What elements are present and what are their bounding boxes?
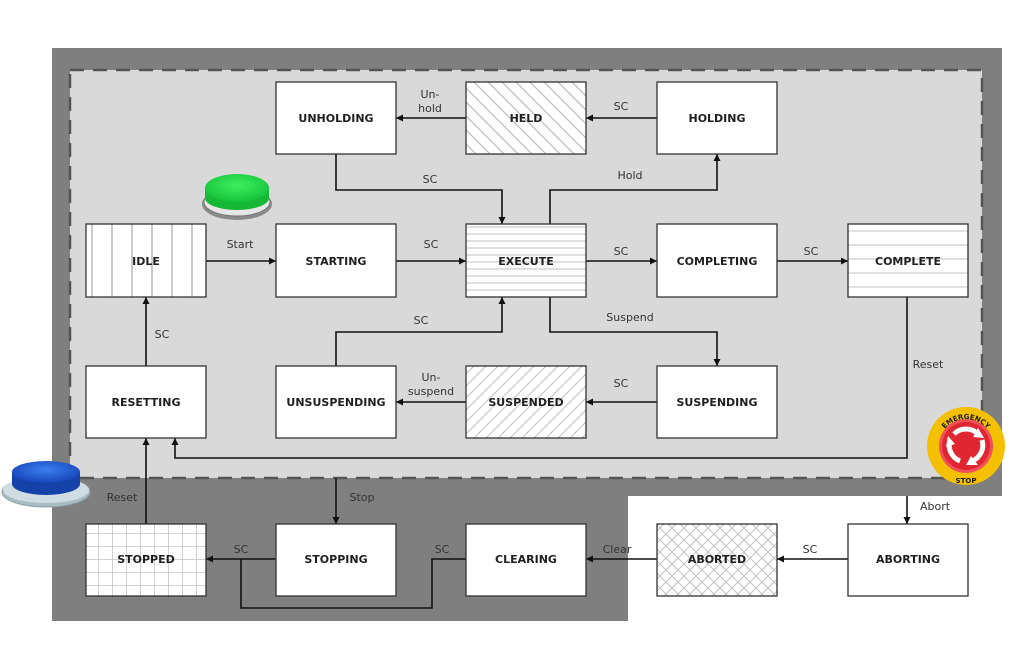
label-idle-starting: Start [227,238,255,251]
label-inner-stopping: Stop [349,491,374,504]
state-stopped-label: STOPPED [117,553,175,566]
label-unholding-execute: SC [423,173,438,186]
state-starting[interactable]: STARTING [275,223,397,298]
state-resetting-label: RESETTING [111,396,180,409]
state-suspending-label: SUSPENDING [676,396,757,409]
label-completing-complete: SC [804,245,819,258]
state-aborting[interactable]: ABORTING [847,523,969,597]
state-unholding-label: UNHOLDING [298,112,373,125]
state-idle-label: IDLE [132,255,160,268]
label-clearing-stopped: SC [435,543,450,556]
state-suspended[interactable]: SUSPENDED [465,365,587,439]
label-execute-suspending: Suspend [606,311,653,324]
state-stopped[interactable]: STOPPED [85,523,207,597]
edge-unsuspending-execute [335,297,506,366]
label-suspended-unsuspending-1: Un- [422,371,441,384]
emergency-stop-bottom-text: STOP [956,477,977,485]
state-suspending[interactable]: SUSPENDING [656,365,778,439]
state-holding-label: HOLDING [688,112,745,125]
state-unsuspending[interactable]: UNSUSPENDING [275,365,397,439]
state-complete[interactable]: COMPLETE [847,223,969,298]
state-suspended-label: SUSPENDED [488,396,563,409]
label-stopped-resetting: Reset [107,491,138,504]
reset-button-icon[interactable] [1,461,91,508]
state-aborted[interactable]: ABORTED [656,523,778,597]
start-button-icon[interactable] [202,174,272,220]
state-clearing-label: CLEARING [495,553,557,566]
state-stopping[interactable]: STOPPING [275,523,397,597]
state-aborted-label: ABORTED [688,553,746,566]
label-aborted-clearing: Clear [603,543,632,556]
state-starting-label: STARTING [306,255,367,268]
edge-complete-resetting [171,297,908,459]
state-unholding[interactable]: UNHOLDING [275,81,397,155]
label-holding-held: SC [614,100,629,113]
label-execute-holding: Hold [617,169,642,182]
edge-execute-holding [549,154,721,224]
label-suspending-suspended: SC [614,377,629,390]
label-aborting-aborted: SC [803,543,818,556]
state-aborting-label: ABORTING [876,553,940,566]
edge-execute-suspending [549,297,721,366]
edge-clearing-stopped [240,558,466,609]
state-clearing[interactable]: CLEARING [465,523,587,597]
label-outer-aborting: Abort [920,500,951,513]
state-holding[interactable]: HOLDING [656,81,778,155]
emergency-stop-icon[interactable]: EMERGENCY STOP [927,407,1005,485]
state-unsuspending-label: UNSUSPENDING [286,396,385,409]
state-execute[interactable]: EXECUTE [465,223,587,298]
label-resetting-idle: SC [155,328,170,341]
label-execute-completing: SC [614,245,629,258]
state-held-label: HELD [510,112,543,125]
label-starting-execute: SC [424,238,439,251]
state-held[interactable]: HELD [465,81,587,155]
label-stopping-stopped: SC [234,543,249,556]
state-completing[interactable]: COMPLETING [656,223,778,298]
edge-unholding-execute [335,154,506,224]
label-unsuspending-execute: SC [414,314,429,327]
state-completing-label: COMPLETING [677,255,758,268]
label-complete-resetting: Reset [913,358,944,371]
state-idle[interactable]: IDLE [85,223,207,298]
state-stopping-label: STOPPING [304,553,367,566]
state-resetting[interactable]: RESETTING [85,365,207,439]
label-held-unholding-1: Un- [421,88,440,101]
state-complete-label: COMPLETE [875,255,941,268]
label-suspended-unsuspending-2: suspend [408,385,454,398]
label-held-unholding-2: hold [418,102,442,115]
state-execute-label: EXECUTE [498,255,554,268]
